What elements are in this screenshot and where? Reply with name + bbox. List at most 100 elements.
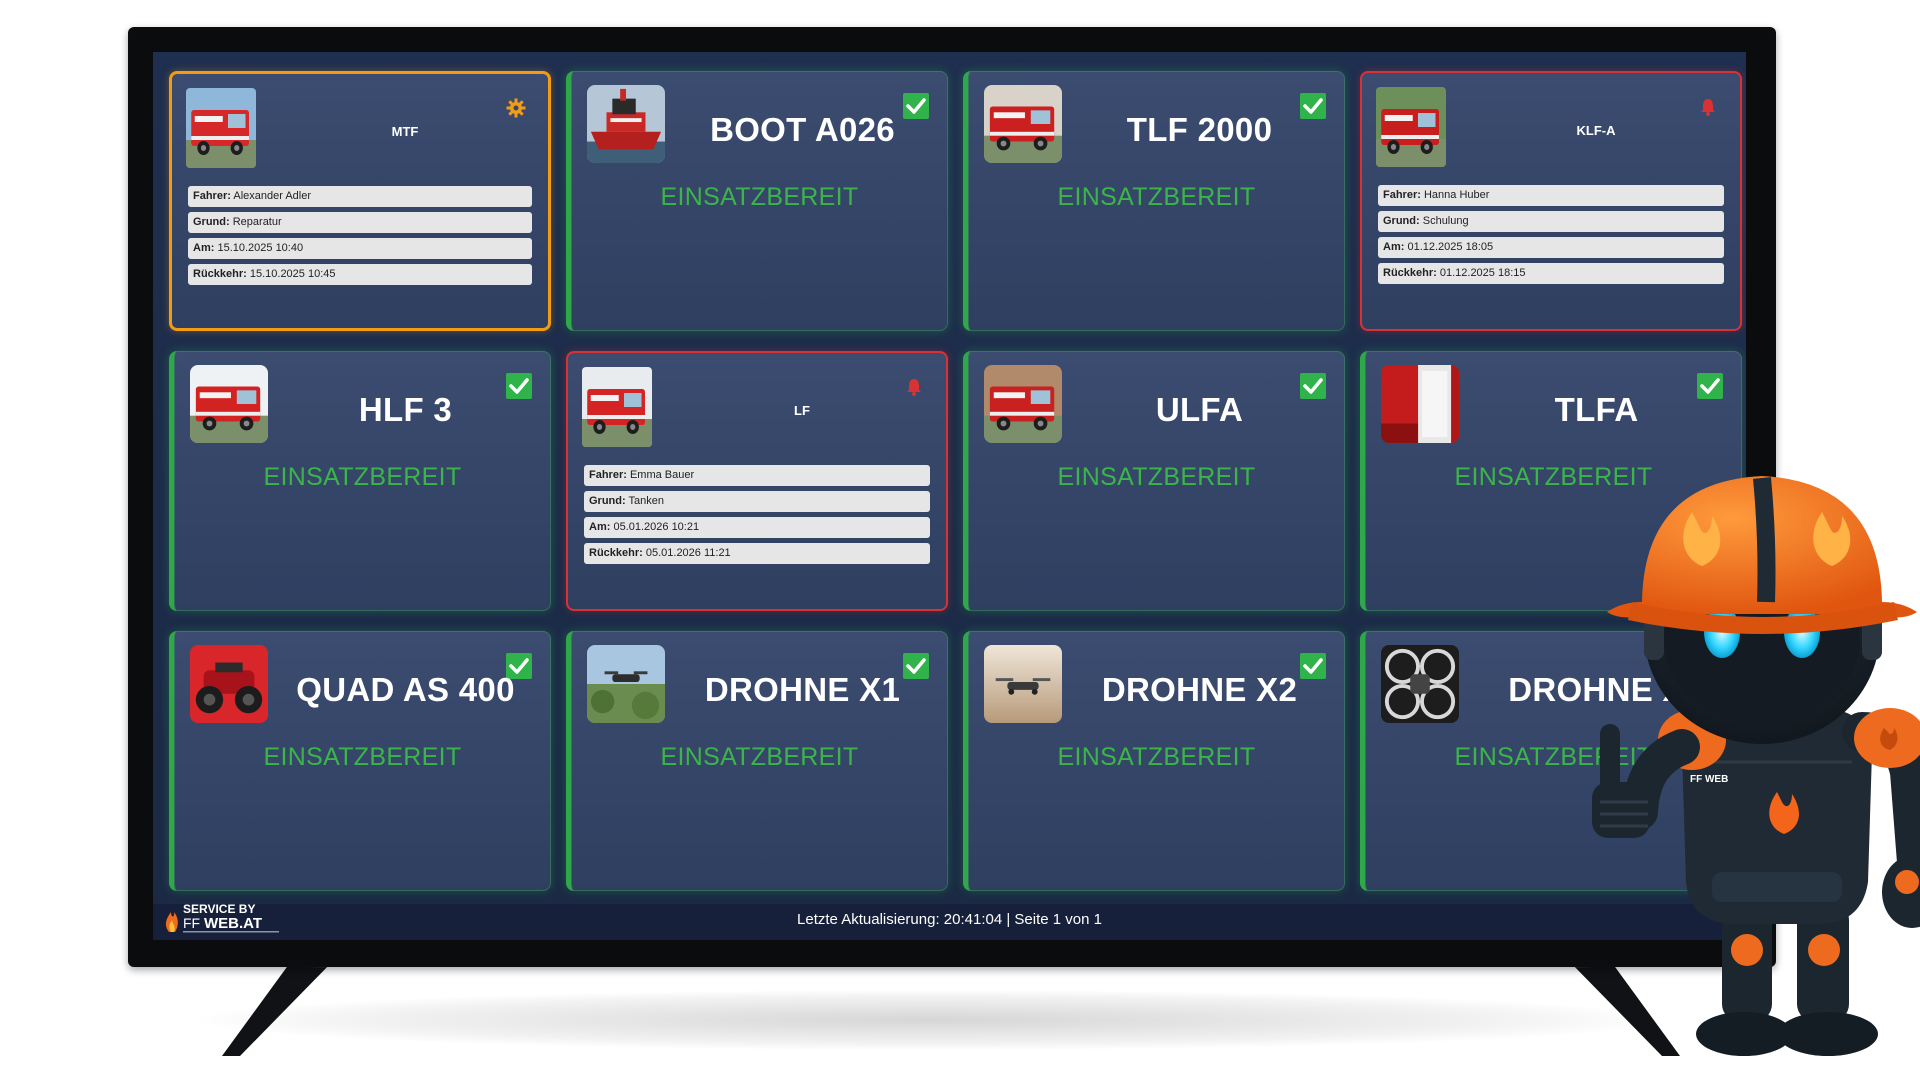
detail-row: Grund: Schulung bbox=[1378, 211, 1724, 232]
detail-value: 05.01.2026 10:21 bbox=[613, 521, 700, 533]
vehicle-status: EINSATZBEREIT bbox=[660, 183, 859, 211]
vehicle-photo bbox=[190, 365, 268, 443]
detail-label: Fahrer: bbox=[1383, 189, 1421, 201]
detail-row: Rückkehr: 05.01.2026 11:21 bbox=[584, 543, 930, 564]
vehicle-status: EINSATZBEREIT bbox=[1057, 183, 1256, 211]
vehicle-status: EINSATZBEREIT bbox=[1057, 743, 1256, 771]
detail-row: Fahrer: Hanna Huber bbox=[1378, 185, 1724, 206]
check-icon bbox=[506, 373, 532, 399]
vehicle-name: KLF-A bbox=[1576, 123, 1616, 138]
detail-row: Grund: Reparatur bbox=[188, 212, 532, 233]
detail-row: Am: 15.10.2025 10:40 bbox=[188, 238, 532, 259]
logo-line1: SERVICE BY bbox=[183, 902, 255, 916]
check-icon bbox=[1300, 93, 1326, 119]
status-footer bbox=[153, 904, 1746, 940]
vehicle-name: QUAD AS 400 bbox=[296, 671, 515, 708]
vehicle-photo bbox=[984, 365, 1062, 443]
vehicle-name: DROHNE X2 bbox=[1101, 671, 1298, 708]
detail-value: 01.12.2025 18:05 bbox=[1407, 241, 1494, 253]
detail-value: 15.10.2025 10:40 bbox=[217, 242, 304, 254]
vehicle-card[interactable]: ULFA EINSATZBEREIT bbox=[963, 351, 1345, 611]
vehicle-name: ULFA bbox=[1155, 391, 1244, 428]
vehicle-status: EINSATZBEREIT bbox=[263, 743, 462, 771]
detail-value: Reparatur bbox=[232, 216, 282, 228]
vehicle-name: HLF 3 bbox=[358, 391, 453, 428]
detail-label: Rückkehr: bbox=[589, 547, 643, 559]
detail-label: Am: bbox=[193, 242, 215, 254]
detail-value: 15.10.2025 10:45 bbox=[249, 268, 336, 280]
detail-row: Grund: Tanken bbox=[584, 491, 930, 512]
mascot-badge: FF WEB bbox=[1690, 774, 1728, 785]
vehicle-name: TLF 2000 bbox=[1126, 111, 1273, 148]
detail-row: Am: 05.01.2026 10:21 bbox=[584, 517, 930, 538]
vehicle-photo bbox=[190, 645, 268, 723]
vehicle-card[interactable]: TLFA EINSATZBEREIT bbox=[1360, 351, 1742, 611]
check-icon bbox=[1300, 653, 1326, 679]
vehicle-name: MTF bbox=[391, 124, 419, 139]
logo-line2-prefix: FF bbox=[183, 915, 200, 931]
detail-row: Rückkehr: 01.12.2025 18:15 bbox=[1378, 263, 1724, 284]
check-icon bbox=[1697, 373, 1723, 399]
vehicle-name: TLFA bbox=[1554, 391, 1639, 428]
bell-icon bbox=[1698, 97, 1718, 117]
detail-label: Rückkehr: bbox=[1383, 267, 1437, 279]
vehicle-status: EINSATZBEREIT bbox=[263, 463, 462, 491]
detail-value: Alexander Adler bbox=[233, 190, 312, 202]
vehicle-name: BOOT A026 bbox=[710, 111, 895, 148]
detail-value: Schulung bbox=[1422, 215, 1469, 227]
detail-label: Am: bbox=[1383, 241, 1405, 253]
detail-label: Fahrer: bbox=[193, 190, 231, 202]
detail-label: Am: bbox=[589, 521, 611, 533]
tv-stand-left bbox=[222, 960, 334, 1056]
detail-value: Tanken bbox=[628, 495, 665, 507]
bell-icon bbox=[904, 377, 924, 397]
last-update-text: Letzte Aktualisierung: 20:41:04 | Seite … bbox=[797, 911, 1102, 928]
vehicle-card[interactable]: DROHNE X2 EINSATZBEREIT bbox=[963, 631, 1345, 891]
vehicle-status: EINSATZBEREIT bbox=[1454, 463, 1653, 491]
detail-row: Am: 01.12.2025 18:05 bbox=[1378, 237, 1724, 258]
check-icon bbox=[903, 653, 929, 679]
vehicle-photo bbox=[587, 645, 665, 723]
detail-row: Fahrer: Alexander Adler bbox=[188, 186, 532, 207]
vehicle-card[interactable]: DROHNE X1 EINSATZBEREIT bbox=[566, 631, 948, 891]
detail-value: 05.01.2026 11:21 bbox=[645, 547, 731, 559]
detail-label: Grund: bbox=[1383, 215, 1420, 227]
detail-label: Fahrer: bbox=[589, 469, 627, 481]
gear-icon bbox=[506, 98, 526, 118]
vehicle-photo bbox=[984, 85, 1062, 163]
detail-label: Grund: bbox=[589, 495, 626, 507]
detail-label: Grund: bbox=[193, 216, 230, 228]
vehicle-name: DROHNE X1 bbox=[704, 671, 901, 708]
vehicle-status: EINSATZBEREIT bbox=[660, 743, 859, 771]
vehicle-photo bbox=[1381, 645, 1459, 723]
check-icon bbox=[506, 653, 532, 679]
vehicle-photo bbox=[587, 85, 665, 163]
vehicle-photo bbox=[984, 645, 1062, 723]
vehicle-photo bbox=[1381, 365, 1459, 443]
detail-label: Rückkehr: bbox=[193, 268, 247, 280]
detail-value: Emma Bauer bbox=[629, 469, 695, 481]
vehicle-photo bbox=[186, 88, 256, 168]
detail-row: Fahrer: Emma Bauer bbox=[584, 465, 930, 486]
vehicle-status: EINSATZBEREIT bbox=[1057, 463, 1256, 491]
check-icon bbox=[1300, 373, 1326, 399]
detail-value: Hanna Huber bbox=[1423, 189, 1490, 201]
vehicle-card[interactable]: HLF 3 EINSATZBEREIT bbox=[169, 351, 551, 611]
detail-value: 01.12.2025 18:15 bbox=[1439, 267, 1526, 279]
floor-shadow bbox=[200, 990, 1660, 1050]
vehicle-name: LF bbox=[794, 403, 810, 418]
robot-mascot-illustration: FF WEB bbox=[1592, 476, 1920, 1056]
vehicle-photo bbox=[1376, 87, 1446, 167]
logo-line2-suffix: WEB.AT bbox=[204, 915, 262, 932]
ffweb-logo: SERVICE BY FF WEB.AT bbox=[161, 898, 291, 934]
